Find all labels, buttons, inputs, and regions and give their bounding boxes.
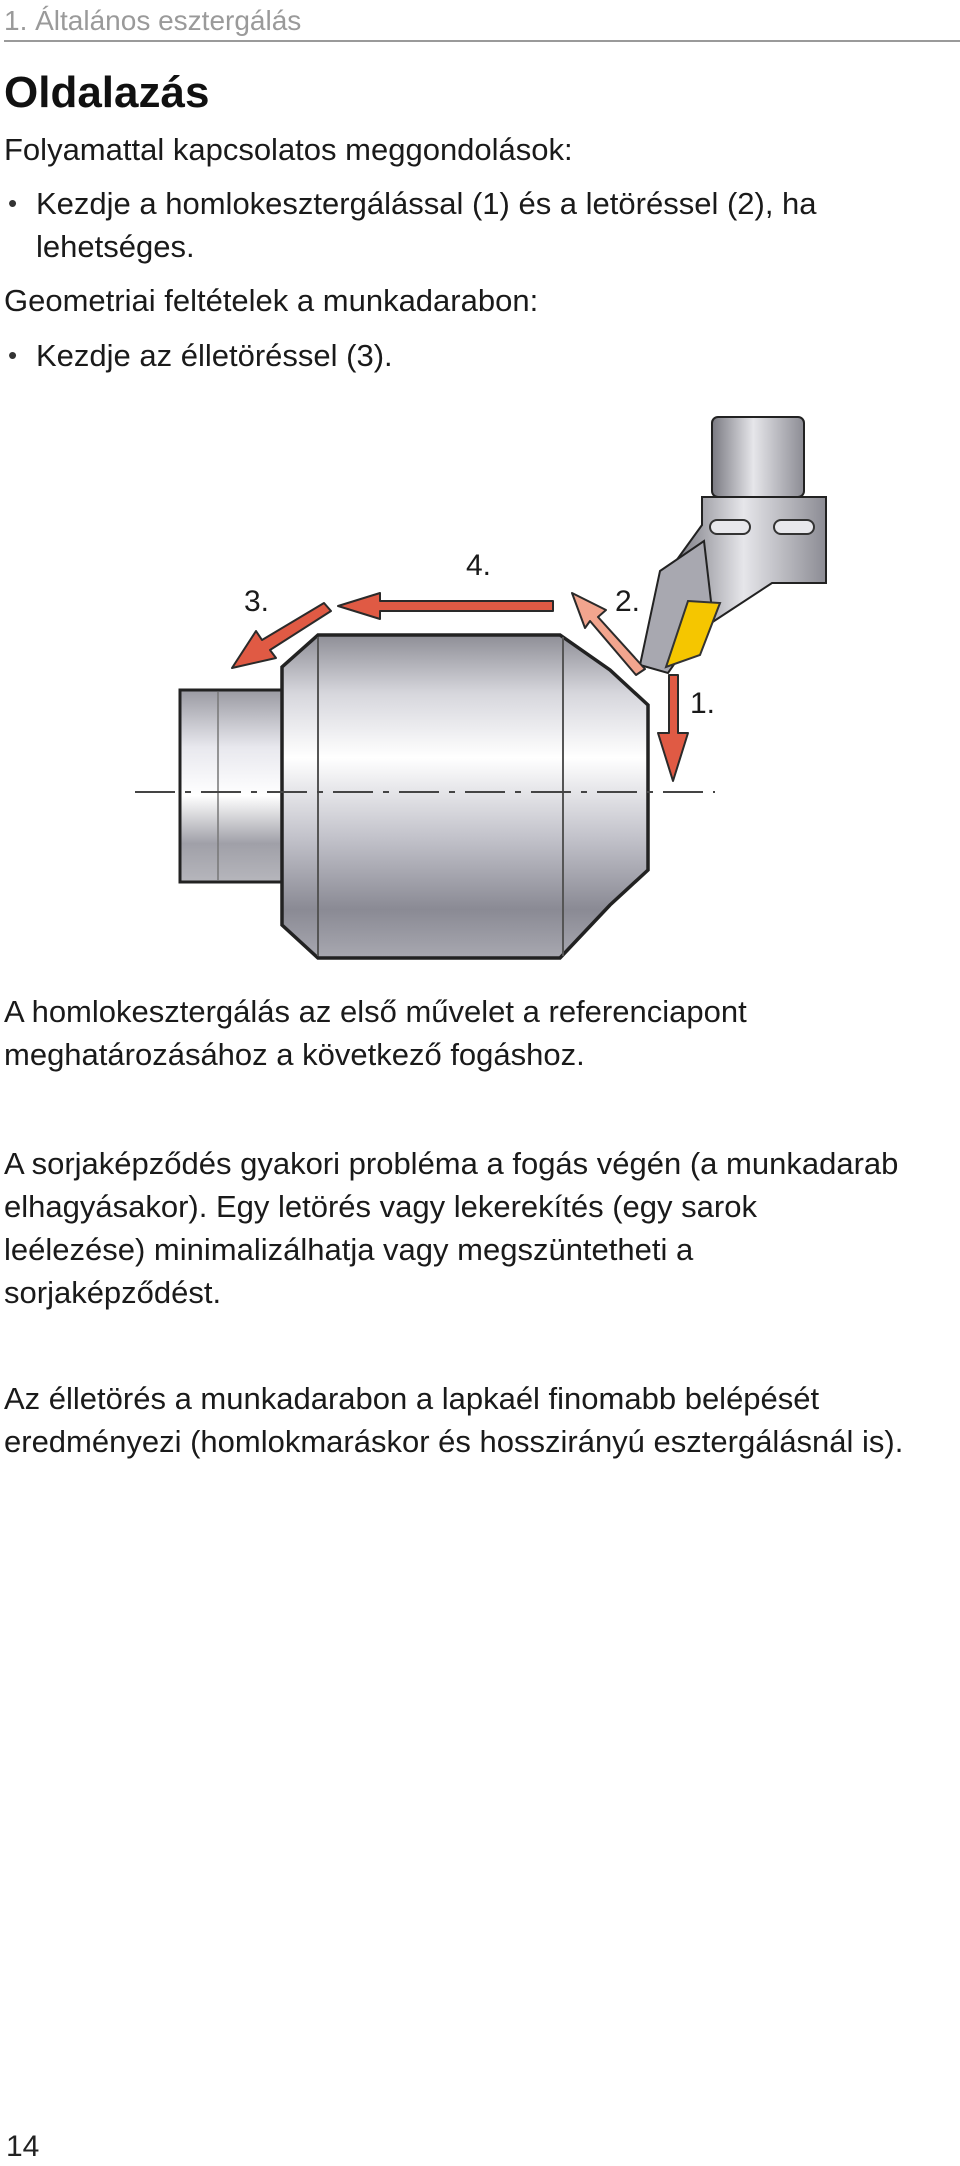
process-bullet-text: Kezdje a homlokesztergálással (1) és a l… (36, 186, 817, 264)
label-1: 1. (690, 687, 715, 720)
geometry-bullet-text: Kezdje az élletöréssel (3). (36, 338, 393, 373)
geometry-bullet: • Kezdje az élletöréssel (3). (4, 334, 904, 377)
bullet-dot-icon: • (8, 188, 18, 218)
section-title: 1. Általános esztergálás (4, 5, 302, 36)
label-4: 4. (466, 549, 491, 582)
sequence-arrows (231, 592, 689, 782)
workpiece-body (280, 633, 650, 960)
process-heading: Folyamattal kapcsolatos meggondolások: (4, 132, 573, 167)
arrow-1 (657, 674, 689, 782)
workpiece-small-diameter (178, 688, 292, 884)
label-2: 2. (615, 585, 640, 618)
facing-diagram-svg: 4. 3. 2. 1. (135, 416, 827, 960)
paragraph-facing: A homlokesztergálás az első művelet a re… (4, 994, 747, 1072)
cutting-insert (664, 599, 722, 669)
process-bullet: • Kezdje a homlokesztergálással (1) és a… (4, 182, 904, 268)
arrow-3 (231, 602, 332, 669)
bullet-dot-icon: • (8, 340, 18, 370)
running-header: 1. Általános esztergálás (4, 2, 960, 42)
label-3: 3. (244, 585, 269, 618)
page-title: Oldalazás (4, 68, 210, 117)
paragraph-burr: A sorjaképződés gyakori probléma a fogás… (4, 1146, 899, 1310)
facing-diagram: 4. 3. 2. 1. (0, 405, 960, 995)
paragraph-chamfer: Az élletörés a munkadarabon a lapkaél fi… (4, 1381, 904, 1459)
tool-holder (638, 416, 827, 675)
arrow-4 (337, 592, 554, 620)
arrow-2 (571, 592, 646, 676)
page-number: 14 (6, 2130, 40, 2163)
geometry-heading: Geometriai feltételek a munkadarabon: (4, 283, 539, 318)
